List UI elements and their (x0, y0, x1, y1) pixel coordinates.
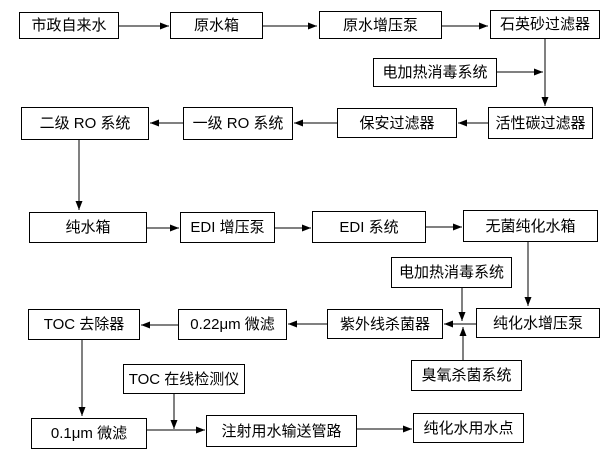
node-raw-water-booster-pump: 原水增压泵 (319, 11, 442, 39)
node-electric-heating-disinfection-2: 电加热消毒系统 (391, 257, 512, 288)
node-ozone-sterilization-system: 臭氧杀菌系统 (411, 360, 522, 391)
node-first-stage-ro-system: 一级 RO 系统 (183, 107, 293, 140)
node-toc-online-detector: TOC 在线检测仪 (123, 364, 245, 394)
node-purified-water-booster-pump: 纯化水增压泵 (476, 308, 600, 338)
node-toc-remover: TOC 去除器 (28, 309, 140, 340)
node-micro-filter-0-1um: 0.1μm 微滤 (31, 418, 147, 449)
node-electric-heating-disinfection-1: 电加热消毒系统 (373, 58, 497, 87)
node-micro-filter-0-22um: 0.22μm 微滤 (178, 309, 287, 340)
node-quartz-sand-filter: 石英砂过滤器 (490, 10, 600, 39)
node-sterile-purified-water-tank: 无菌纯化水箱 (463, 210, 598, 242)
node-uv-sterilizer: 紫外线杀菌器 (327, 309, 443, 339)
node-activated-carbon-filter: 活性碳过滤器 (488, 107, 593, 139)
node-edi-system: EDI 系统 (312, 211, 426, 243)
node-security-filter: 保安过滤器 (337, 108, 457, 138)
node-edi-booster-pump: EDI 增压泵 (180, 212, 275, 243)
node-second-stage-ro-system: 二级 RO 系统 (21, 107, 149, 140)
node-raw-water-tank: 原水箱 (170, 12, 263, 39)
node-municipal-tap-water: 市政自来水 (19, 12, 119, 39)
node-purified-water-use-point: 纯化水用水点 (413, 413, 524, 443)
node-wfi-transfer-pipeline: 注射用水输送管路 (206, 415, 357, 447)
node-pure-water-tank: 纯水箱 (29, 212, 147, 243)
